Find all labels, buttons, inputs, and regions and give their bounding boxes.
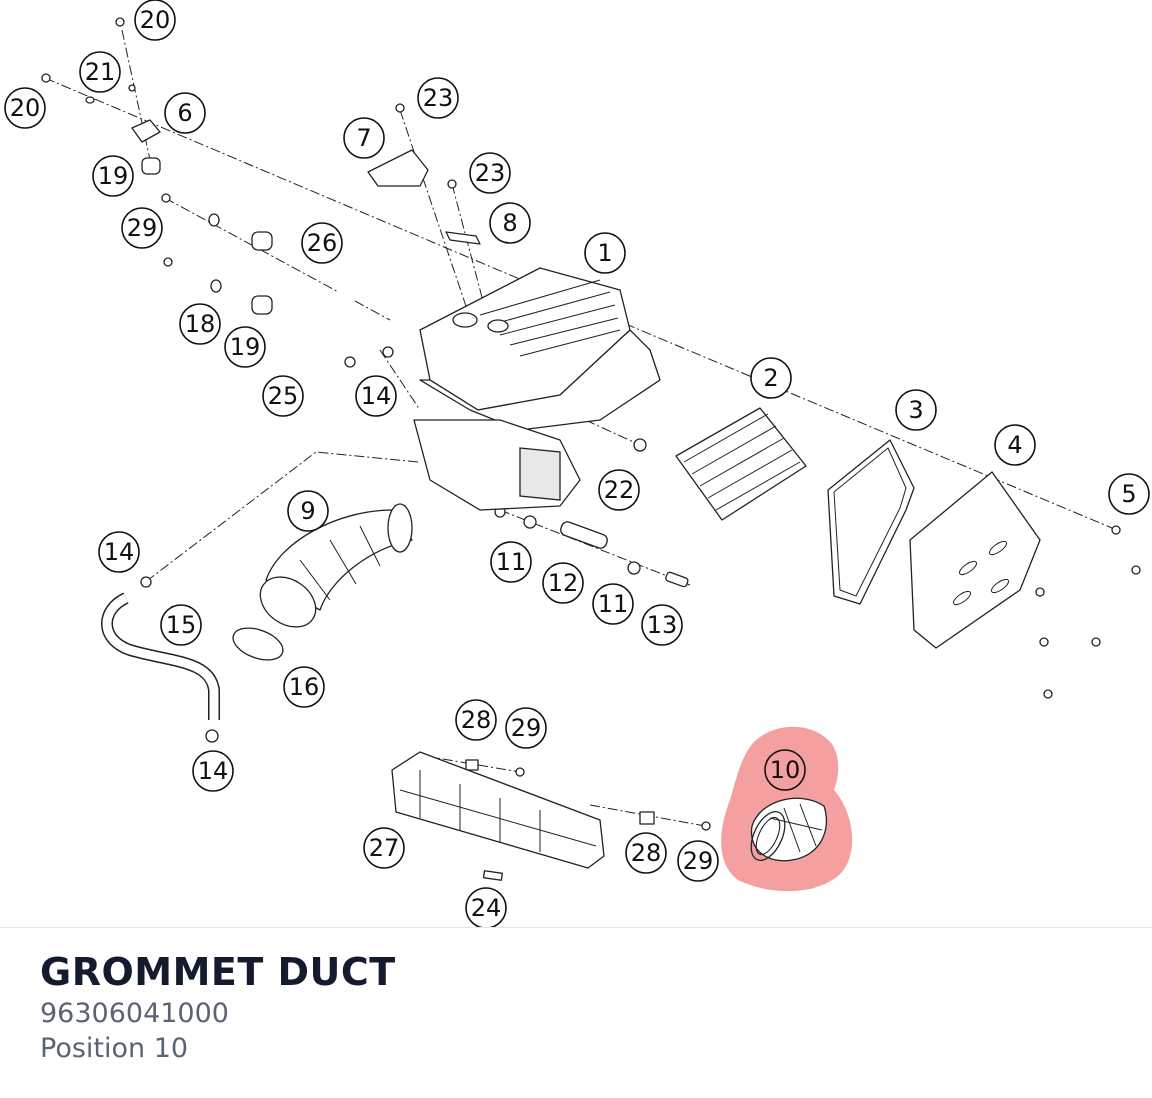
callout-c28b[interactable]: 28 <box>625 832 667 874</box>
svg-text:14: 14 <box>104 538 135 566</box>
callout-c20b[interactable]: 20 <box>4 87 46 129</box>
callout-c15[interactable]: 15 <box>160 604 202 646</box>
callout-c22[interactable]: 22 <box>598 469 640 511</box>
svg-text:7: 7 <box>356 124 371 152</box>
callout-c19a[interactable]: 19 <box>92 155 134 197</box>
callout-c14c[interactable]: 14 <box>192 750 234 792</box>
svg-text:20: 20 <box>140 6 171 34</box>
part-info: GROMMET DUCT 96306041000 Position 10 <box>40 948 396 1066</box>
intake-boot <box>259 503 413 628</box>
svg-text:29: 29 <box>127 214 158 242</box>
svg-text:5: 5 <box>1121 480 1136 508</box>
callout-c6[interactable]: 6 <box>164 92 206 134</box>
svg-text:11: 11 <box>496 548 527 576</box>
callout-c28a[interactable]: 28 <box>455 699 497 741</box>
svg-text:4: 4 <box>1007 431 1022 459</box>
lower-intake-duct <box>391 751 605 869</box>
callout-c1[interactable]: 1 <box>584 232 626 274</box>
svg-text:13: 13 <box>647 611 678 639</box>
air-box-housing <box>413 267 661 511</box>
svg-text:22: 22 <box>604 476 635 504</box>
callout-c16[interactable]: 16 <box>283 666 325 708</box>
callout-c11b[interactable]: 11 <box>592 583 634 625</box>
callout-c23b[interactable]: 23 <box>469 152 511 194</box>
callout-c13[interactable]: 13 <box>641 604 683 646</box>
callout-c7[interactable]: 7 <box>343 117 385 159</box>
callout-c2[interactable]: 2 <box>750 357 792 399</box>
callout-c21[interactable]: 21 <box>79 51 121 93</box>
svg-text:12: 12 <box>548 569 579 597</box>
svg-text:2: 2 <box>763 364 778 392</box>
svg-text:14: 14 <box>198 757 229 785</box>
svg-text:14: 14 <box>361 382 392 410</box>
svg-text:21: 21 <box>85 58 116 86</box>
air-filter-element <box>675 407 807 521</box>
filter-cover <box>909 471 1041 649</box>
svg-text:11: 11 <box>598 590 629 618</box>
callout-c18[interactable]: 18 <box>179 303 221 345</box>
svg-text:23: 23 <box>475 159 506 187</box>
grommet-duct <box>750 797 828 862</box>
svg-text:24: 24 <box>471 894 502 922</box>
callout-c8[interactable]: 8 <box>489 202 531 244</box>
callout-c9[interactable]: 9 <box>287 490 329 532</box>
callout-c24[interactable]: 24 <box>465 887 507 928</box>
svg-text:28: 28 <box>631 839 662 867</box>
svg-text:9: 9 <box>300 497 315 525</box>
callout-c26[interactable]: 26 <box>301 222 343 264</box>
callout-c20a[interactable]: 20 <box>134 0 176 41</box>
svg-text:3: 3 <box>908 396 923 424</box>
callout-c14a[interactable]: 14 <box>355 375 397 417</box>
callout-c14b[interactable]: 14 <box>98 531 140 573</box>
svg-text:15: 15 <box>166 611 197 639</box>
svg-text:19: 19 <box>98 162 129 190</box>
filter-gasket <box>827 439 915 605</box>
callout-c11a[interactable]: 11 <box>490 541 532 583</box>
part-position: Position 10 <box>40 1033 189 1064</box>
callout-c27[interactable]: 27 <box>363 827 405 869</box>
svg-text:26: 26 <box>307 229 338 257</box>
svg-text:8: 8 <box>502 209 517 237</box>
callouts: 20 21 20 6 19 29 26 18 19 25 14 7 23 23 … <box>4 0 1150 928</box>
svg-text:20: 20 <box>10 94 41 122</box>
svg-text:1: 1 <box>597 239 612 267</box>
part-number: 96306041000 <box>40 998 229 1029</box>
svg-text:29: 29 <box>511 714 542 742</box>
hardware-parts <box>41 17 1141 881</box>
callout-c5[interactable]: 5 <box>1108 473 1150 515</box>
svg-text:23: 23 <box>423 84 454 112</box>
svg-text:19: 19 <box>230 333 261 361</box>
callout-c29b[interactable]: 29 <box>505 707 547 749</box>
svg-text:28: 28 <box>461 706 492 734</box>
section-divider <box>0 927 1152 928</box>
svg-text:6: 6 <box>177 99 192 127</box>
callout-c4[interactable]: 4 <box>994 424 1036 466</box>
callout-c19b[interactable]: 19 <box>224 326 266 368</box>
callout-c3[interactable]: 3 <box>895 389 937 431</box>
callout-c29c[interactable]: 29 <box>677 840 719 882</box>
svg-text:16: 16 <box>289 673 320 701</box>
leader-lines <box>44 29 1113 827</box>
svg-text:10: 10 <box>770 756 801 784</box>
svg-text:25: 25 <box>268 382 299 410</box>
svg-text:27: 27 <box>369 834 400 862</box>
callout-c10[interactable]: 10 <box>764 749 806 791</box>
svg-text:18: 18 <box>185 310 216 338</box>
exploded-parts-diagram: 20 21 20 6 19 29 26 18 19 25 14 7 23 23 … <box>4 0 1150 928</box>
part-name: GROMMET DUCT <box>40 950 396 994</box>
breather-hoses <box>101 267 392 720</box>
callout-c23a[interactable]: 23 <box>417 77 459 119</box>
callout-c12[interactable]: 12 <box>542 562 584 604</box>
svg-text:29: 29 <box>683 847 714 875</box>
callout-c29a[interactable]: 29 <box>121 207 163 249</box>
callout-c25[interactable]: 25 <box>262 375 304 417</box>
hose-clamp <box>232 627 284 661</box>
